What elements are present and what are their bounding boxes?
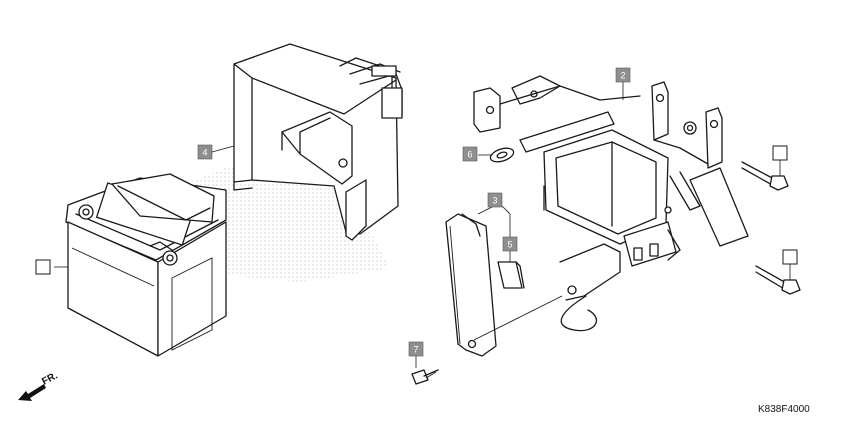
- grommet-part: [489, 147, 515, 163]
- callout-label: 7: [413, 345, 418, 355]
- diagram-code: K838F4000: [758, 404, 810, 415]
- battery-band-part: [445, 213, 497, 357]
- battery-cover-part: [233, 43, 403, 241]
- callout-cover: 4: [197, 144, 213, 160]
- battery-bracket-part: [473, 75, 749, 332]
- callout-pad: 5: [502, 236, 518, 252]
- callout-label: 3: [492, 196, 497, 206]
- callout-label: 2: [620, 71, 625, 81]
- callout-battery: [35, 259, 51, 275]
- callout-grommet: 6: [462, 146, 478, 162]
- front-arrow-icon: [18, 384, 46, 401]
- front-label: FR.: [40, 370, 60, 387]
- bolt-part: [411, 369, 439, 385]
- callout-label: 6: [467, 150, 472, 160]
- callout-bolt-lower: [782, 249, 798, 265]
- callout-band: 3: [487, 192, 503, 208]
- callout-bolt-upper: [772, 145, 788, 161]
- pad-part: [497, 261, 525, 289]
- front-indicator: FR.: [18, 370, 60, 401]
- battery-part: [65, 173, 227, 357]
- callout-label: 5: [507, 240, 512, 250]
- bolt-lower-part: [755, 265, 801, 295]
- callout-bolt: 7: [408, 341, 424, 357]
- leader-lines: [54, 82, 791, 368]
- bolt-upper-part: [741, 161, 789, 191]
- callout-bracket: 2: [615, 67, 631, 83]
- callout-label: 4: [202, 148, 207, 158]
